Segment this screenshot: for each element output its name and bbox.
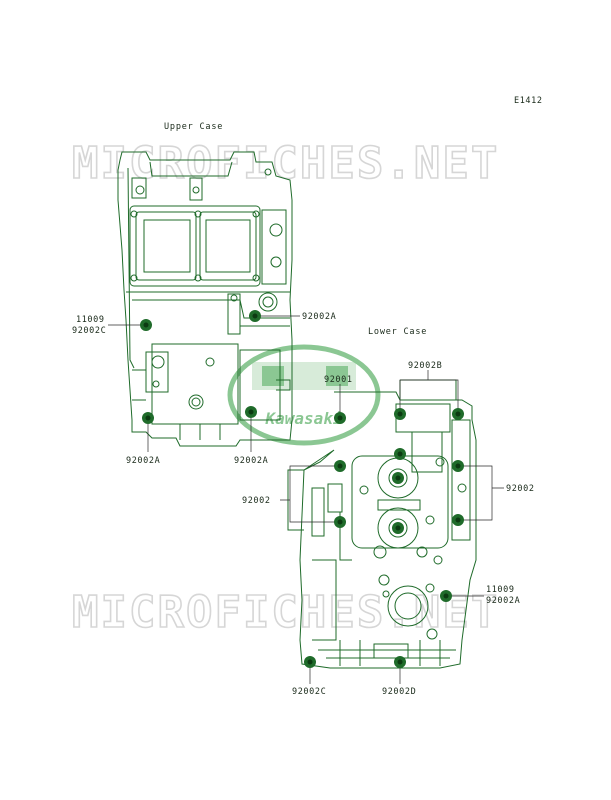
bolt-11009-92002a-lower[interactable] [440,590,452,602]
bolt-92001[interactable] [334,412,346,424]
bolt-92002c-lower[interactable] [304,656,316,668]
label-l-92002d: 92002D [382,687,416,697]
bolt-92002a-upper-right[interactable] [249,310,261,322]
leader-92002-left [280,465,334,523]
kawasaki-logo: Kawasaki [227,344,381,446]
label-u-92002a-br: 92002A [234,456,268,466]
label-u-92002c: 92002C [72,326,106,336]
label-u-92002a-right: 92002A [302,312,336,322]
label-l-11009: 11009 [486,585,515,595]
leader-92002b [399,370,459,408]
bolt-92002-left-2[interactable] [334,516,346,528]
watermark-top: MICROFICHES.NET [72,138,499,189]
bolt-92002-center-2[interactable] [392,472,404,484]
label-l-92002-right: 92002 [506,484,535,494]
kawasaki-logo-text: Kawasaki [264,409,342,428]
label-l-92002-left: 92002 [242,496,271,506]
diagram-id: E1412 [514,96,543,106]
bolt-92002-right-1[interactable] [452,460,464,472]
upper-case-title: Upper Case [164,122,223,132]
upper-crankcase-drawing [117,151,293,447]
lower-case-title: Lower Case [368,327,427,337]
bolt-92002a-upper-bottom-right[interactable] [245,406,257,418]
bolt-92002a-upper-bottom-left[interactable] [142,412,154,424]
label-l-92002a: 92002A [486,596,520,606]
label-l-92002b: 92002B [408,361,442,371]
lower-crankcase-drawing [287,379,477,669]
label-u-11009: 11009 [76,315,105,325]
bolt-92002d-lower[interactable] [394,656,406,668]
label-l-92002c: 92002C [292,687,326,697]
bolt-92002b-1[interactable] [394,408,406,420]
label-l-92001: 92001 [324,375,353,385]
bolt-92002-right-2[interactable] [452,514,464,526]
bolt-92002-left-1[interactable] [334,460,346,472]
bolt-92002-center-3[interactable] [392,522,404,534]
bolt-92002b-2[interactable] [452,408,464,420]
leader-92002-right [464,465,504,521]
label-u-92002a-bl: 92002A [126,456,160,466]
bolt-11009-92002c-upper[interactable] [140,319,152,331]
bolt-92002-center-1[interactable] [394,448,406,460]
